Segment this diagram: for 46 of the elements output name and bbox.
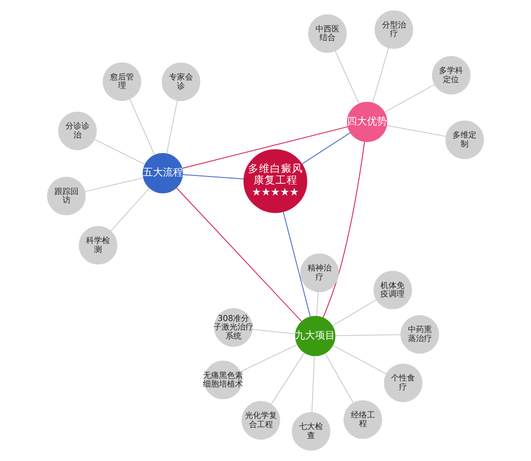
node-circle: 机体免疫调理: [373, 270, 412, 310]
node-circle: 四大优势: [346, 102, 388, 142]
node-circle: 308准分子激光治疗系统: [214, 308, 253, 347]
node-circle: 专家会诊: [162, 62, 200, 102]
connector: [176, 187, 302, 322]
connector: [282, 211, 311, 318]
connector: [302, 132, 351, 164]
connector: [324, 352, 354, 404]
connector: [166, 100, 178, 154]
node-circle: 跟踪回访: [47, 176, 86, 216]
connector: [84, 177, 144, 192]
connector: [182, 174, 244, 180]
connector: [270, 352, 305, 405]
node-circle: 五大流程: [142, 153, 183, 194]
connector: [311, 356, 315, 413]
node-circle: 多维白癜风康复工程 ★★★★★: [243, 149, 308, 213]
connector: [386, 125, 446, 137]
node-circle: 分诊诊治: [58, 112, 97, 150]
node-circle: 无痛黑色素细胞培植术: [204, 360, 242, 400]
connector: [110, 188, 150, 232]
node-circle: 中药熏蒸治疗: [400, 315, 440, 354]
node-circle: 科学检测: [78, 226, 118, 265]
node-circle: 多学科定位: [432, 56, 471, 95]
node-circle: 愈后管理: [102, 62, 142, 101]
connector: [240, 344, 298, 372]
connector: [332, 299, 377, 326]
node-circle: 九大项目: [295, 316, 336, 356]
node-circle: 中西医结合: [308, 14, 347, 53]
node-circle: 分型治疗: [374, 10, 414, 49]
node-circle: 精神治疗: [300, 254, 339, 292]
connector: [94, 139, 146, 165]
node-circle: 经络工程: [344, 400, 382, 439]
connector: [316, 291, 319, 316]
connector: [334, 334, 402, 336]
connector: [252, 329, 296, 334]
node-circle: 多维定制: [445, 120, 484, 160]
connector: [372, 47, 389, 104]
node-circle: 七大检查: [292, 412, 330, 451]
connector: [322, 141, 365, 318]
node-circle: 个性食疗: [384, 364, 422, 402]
connector: [332, 344, 387, 374]
connector: [129, 98, 156, 156]
connector: [334, 50, 360, 104]
connector: [384, 84, 435, 113]
connector: [182, 126, 348, 169]
node-circle: 光化学复合工程: [242, 401, 280, 440]
